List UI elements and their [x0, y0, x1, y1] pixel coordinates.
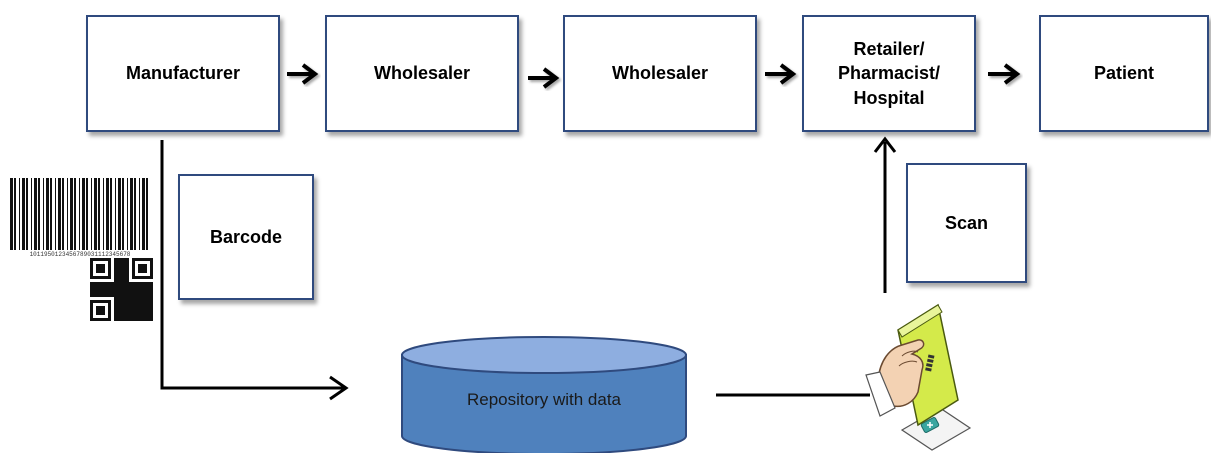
- wholesaler-node-2: Wholesaler: [563, 15, 757, 132]
- manufacturer-to-repository-connector: [160, 140, 349, 401]
- scanner-hand-icon: ▮▮▮▮: [865, 303, 972, 451]
- scanner-to-retailer-arrow: [873, 136, 897, 293]
- barcode-node: Barcode: [178, 174, 314, 300]
- manufacturer-node: Manufacturer: [86, 15, 280, 132]
- manufacturer-label: Manufacturer: [125, 63, 241, 84]
- retailer-node: Retailer/ Pharmacist/ Hospital: [802, 15, 976, 132]
- repository-label: Repository with data: [466, 390, 622, 409]
- flow-arrow-4: [988, 63, 1021, 85]
- barcode-label: Barcode: [209, 226, 283, 247]
- svg-text:▮▮▮▮: ▮▮▮▮: [923, 353, 935, 372]
- patient-node: Patient: [1039, 15, 1209, 132]
- flow-arrow-2: [528, 67, 560, 89]
- flow-arrow-3: [765, 63, 797, 85]
- repository-cylinder: [401, 336, 687, 453]
- qr-code-icon: [90, 258, 153, 321]
- scan-node: Scan: [906, 163, 1027, 283]
- patient-label: Patient: [1093, 63, 1154, 84]
- flow-arrow-1: [287, 63, 319, 85]
- scan-label: Scan: [944, 212, 989, 233]
- barcode-digits: 1011950123456789031112345678: [30, 251, 131, 258]
- wholesaler-label-1: Wholesaler: [373, 63, 471, 84]
- wholesaler-node-1: Wholesaler: [325, 15, 519, 132]
- retailer-label: Retailer/ Pharmacist/ Hospital: [837, 39, 941, 108]
- linear-barcode-icon: [10, 178, 148, 250]
- wholesaler-label-2: Wholesaler: [611, 63, 709, 84]
